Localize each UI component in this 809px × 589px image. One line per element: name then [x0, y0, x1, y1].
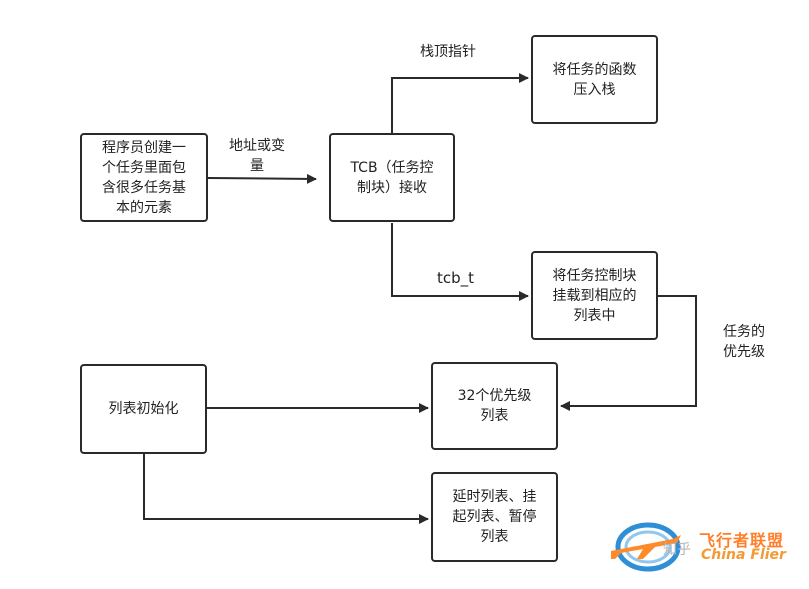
edge-tcb-to-attach-list	[391, 223, 529, 301]
watermark-site-name-en: China Flier	[701, 547, 786, 563]
edge-list-init-to-delay-list	[143, 454, 429, 524]
node-list-init: 列表初始化	[80, 364, 207, 454]
node-programmer-creates-task: 程序员创建一 个任务里面包 含很多任务基 本的元素	[80, 133, 208, 222]
label-tcb-t: tcb_t	[437, 269, 475, 287]
node-32-priority-lists: 32个优先级 列表	[431, 362, 558, 450]
watermark-logo: 知乎 飞行者联盟 China Flier	[603, 511, 803, 581]
label-stack-top-pointer: 栈顶指针	[420, 44, 476, 60]
node-tcb-receive: TCB（任务控 制块）接收	[329, 133, 455, 222]
watermark-prefix: 知乎	[663, 542, 691, 558]
airplane-logo-icon	[611, 522, 681, 572]
node-push-function-to-stack: 将任务的函数 压入栈	[531, 35, 658, 124]
node-delay-suspend-pause-lists: 延时列表、挂 起列表、暂停 列表	[431, 472, 558, 562]
watermark-site-name-zh: 飞行者联盟	[699, 531, 785, 550]
edge-tcb-to-push-func	[391, 73, 529, 133]
edge-attach-list-to-priority-list	[560, 295, 697, 411]
node-attach-tcb-to-list: 将任务控制块 挂载到相应的 列表中	[531, 251, 658, 340]
edge-programmer-to-tcb	[207, 173, 317, 184]
label-address-or-variable: 地址或变 量	[229, 138, 285, 174]
label-task-priority: 任务的 优先级	[723, 324, 765, 360]
